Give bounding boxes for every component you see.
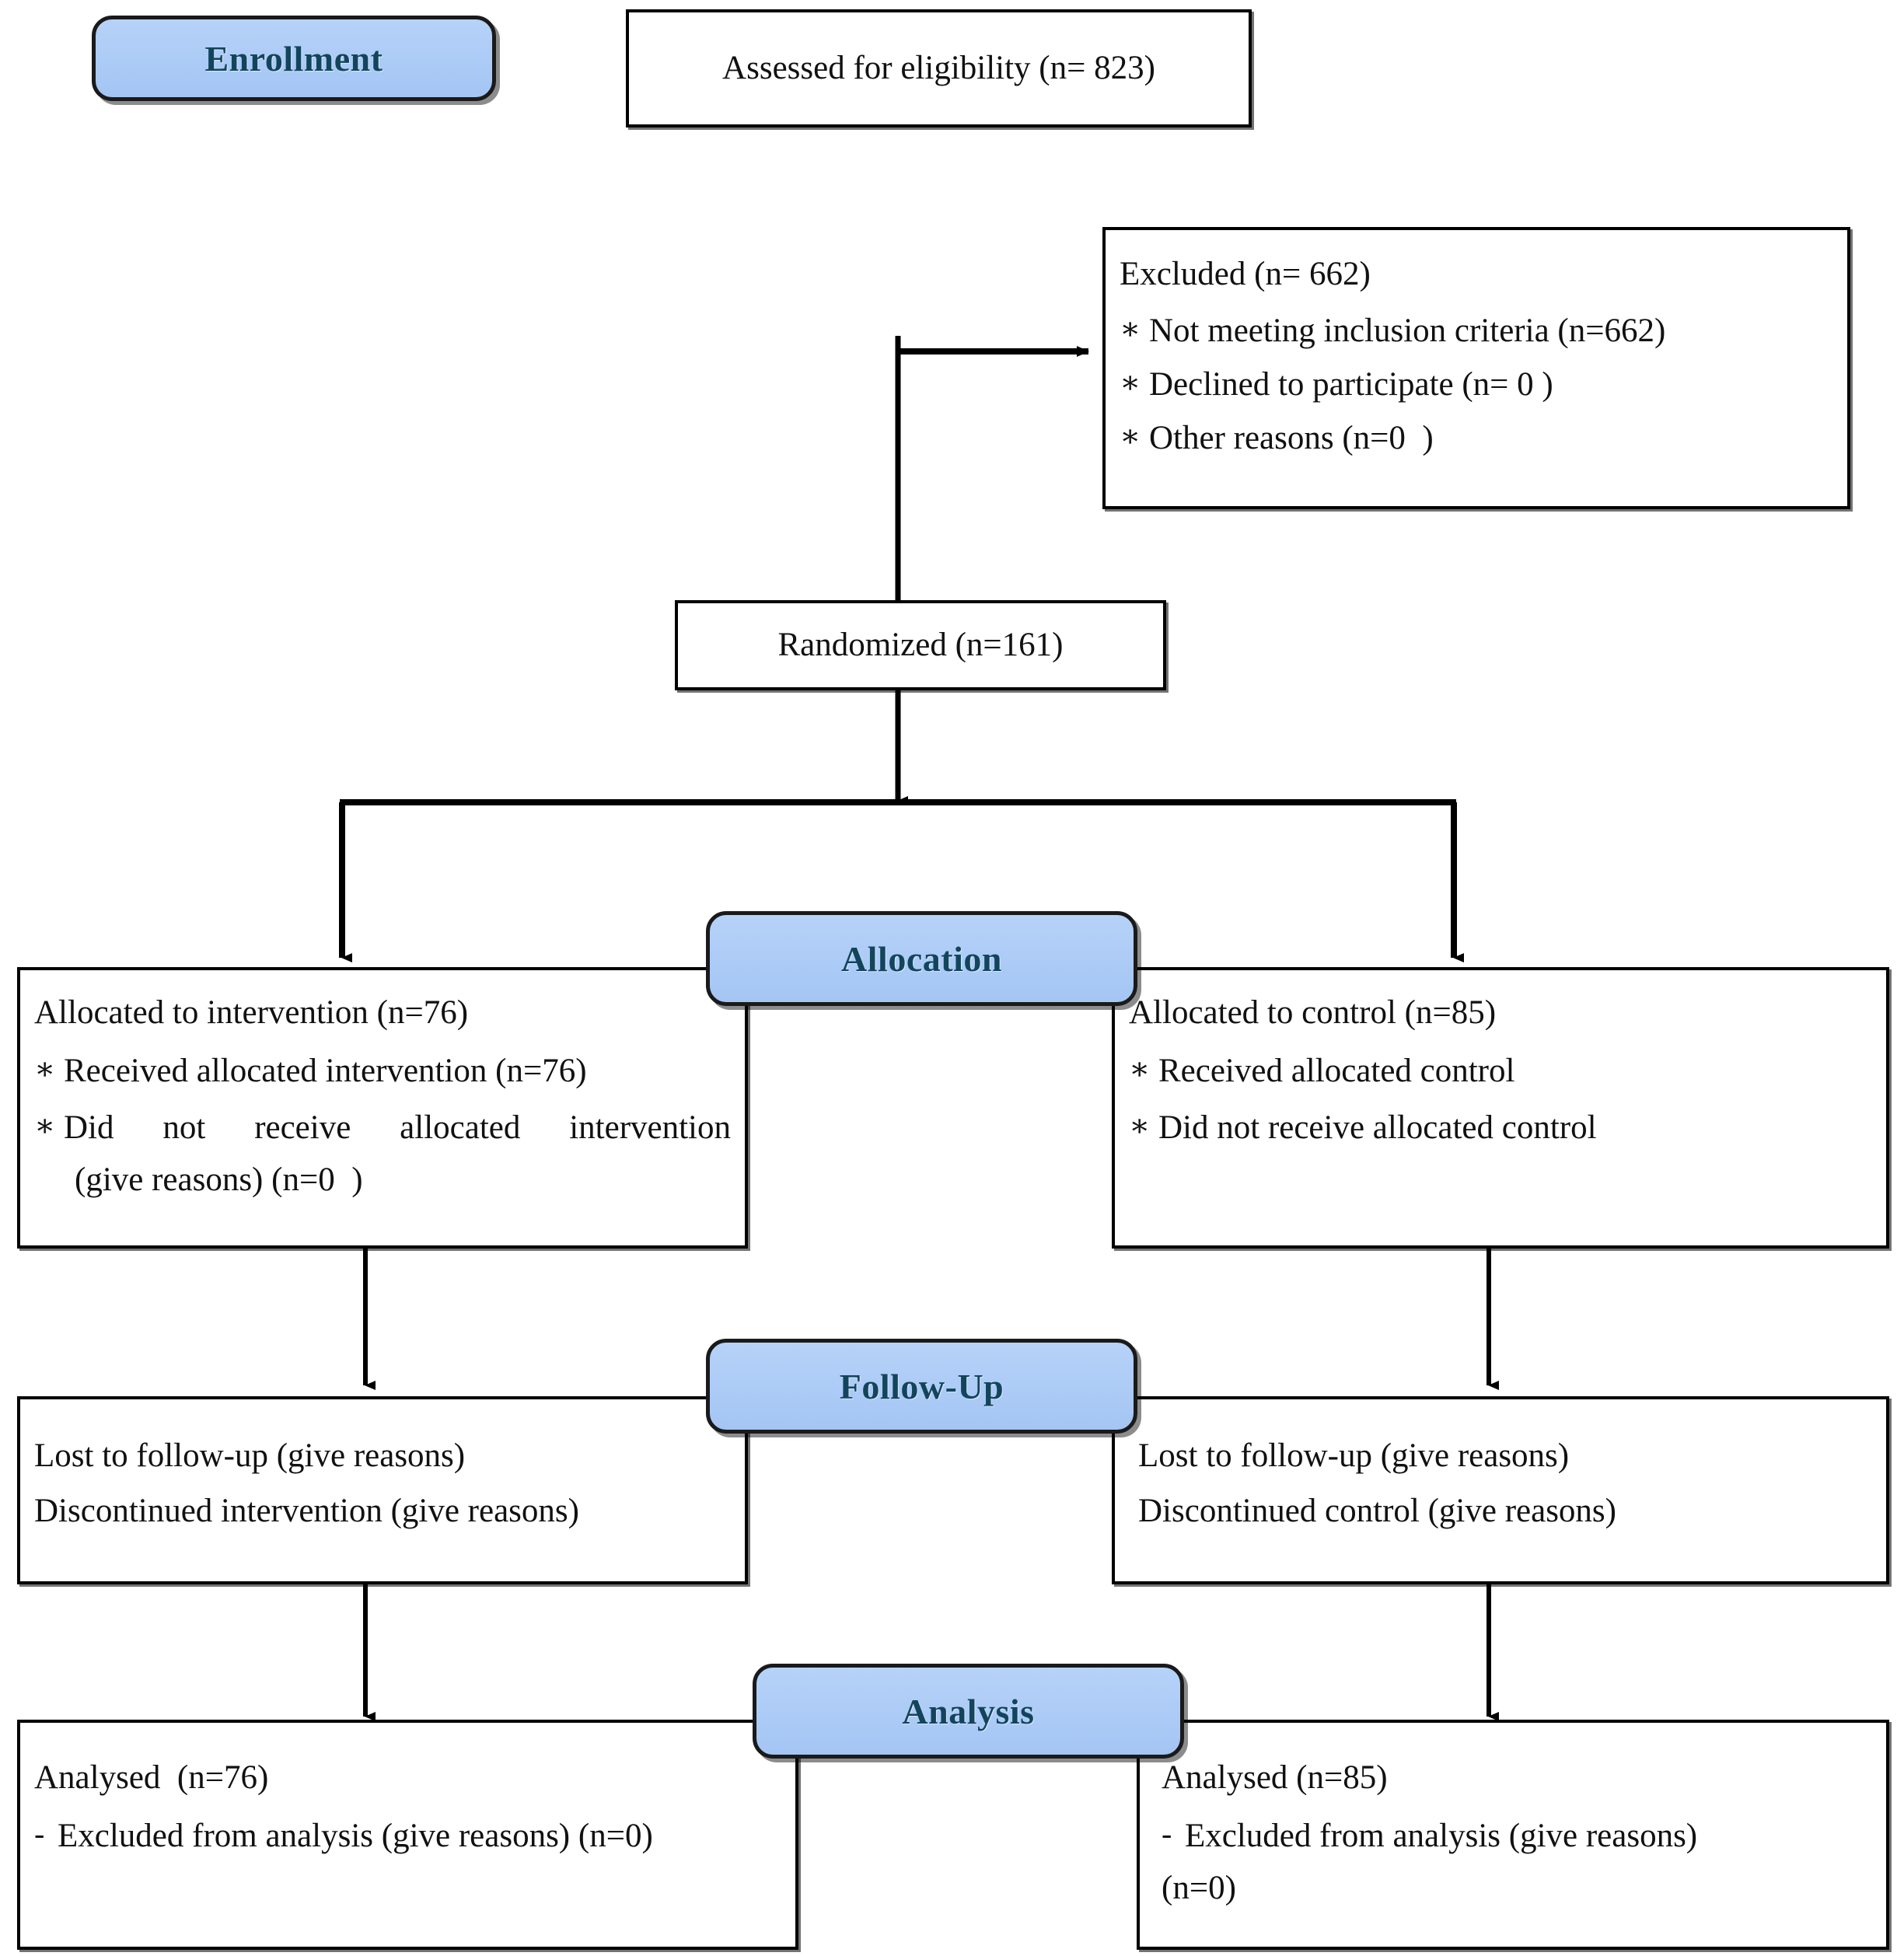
randomized-text: Randomized (n=161) bbox=[777, 627, 1064, 664]
asterisk-bullet-icon: ∗ bbox=[1120, 365, 1141, 400]
hyphen-bullet-icon: - bbox=[34, 1816, 45, 1852]
analysis-control-continuation: (n=0) bbox=[1162, 1870, 1236, 1907]
stage-badge-allocation: Allocation bbox=[706, 911, 1137, 1006]
asterisk-bullet-icon: ∗ bbox=[34, 1108, 56, 1144]
excluded-item-label: Other reasons (n=0 ) bbox=[1149, 420, 1434, 457]
node-analysis-intervention: Analysed (n=76) - Excluded from analysis… bbox=[17, 1720, 798, 1950]
analysis-intervention-item-label: Excluded from analysis (give reasons) (n… bbox=[58, 1818, 653, 1855]
stage-badge-followup: Follow-Up bbox=[706, 1339, 1137, 1434]
node-allocated-to-intervention: Allocated to intervention (n=76) ∗ Recei… bbox=[17, 967, 748, 1249]
stage-badge-allocation-label: Allocation bbox=[841, 938, 1002, 979]
alloc-intervention-item: ∗ Received allocated intervention (n=76) bbox=[34, 1047, 731, 1095]
stage-badge-analysis: Analysis bbox=[753, 1664, 1184, 1759]
alloc-intervention-continuation: (give reasons) (n=0 ) bbox=[75, 1161, 363, 1199]
assessed-text: Assessed for eligibility (n= 823) bbox=[722, 50, 1155, 87]
alloc-control-item: ∗ Received allocated control bbox=[1129, 1047, 1872, 1095]
excluded-item: ∗ Not meeting inclusion criteria (n=662) bbox=[1120, 307, 1833, 355]
analysis-control-heading: Analysed (n=85) bbox=[1162, 1759, 1388, 1796]
node-excluded: Excluded (n= 662) ∗ Not meeting inclusio… bbox=[1102, 227, 1850, 509]
node-allocated-to-control: Allocated to control (n=85) ∗ Received a… bbox=[1112, 967, 1889, 1249]
asterisk-bullet-icon: ∗ bbox=[1129, 1108, 1151, 1144]
asterisk-bullet-icon: ∗ bbox=[1120, 418, 1141, 454]
alloc-control-heading: Allocated to control (n=85) bbox=[1129, 994, 1497, 1031]
stage-badge-enrollment-label: Enrollment bbox=[204, 38, 383, 79]
alloc-intervention-heading: Allocated to intervention (n=76) bbox=[34, 994, 469, 1031]
excluded-item-label: Declined to participate (n= 0 ) bbox=[1149, 366, 1553, 403]
node-assessed-for-eligibility: Assessed for eligibility (n= 823) bbox=[626, 9, 1252, 127]
node-followup-intervention: Lost to follow-up (give reasons) Discont… bbox=[17, 1396, 748, 1584]
alloc-control-item: ∗ Did not receive allocated control bbox=[1129, 1104, 1872, 1151]
stage-badge-enrollment: Enrollment bbox=[92, 16, 496, 101]
alloc-control-item-label: Received allocated control bbox=[1158, 1053, 1515, 1090]
node-followup-control: Lost to follow-up (give reasons) Discont… bbox=[1112, 1396, 1889, 1584]
analysis-intervention-item: - Excluded from analysis (give reasons) … bbox=[34, 1812, 781, 1860]
asterisk-bullet-icon: ∗ bbox=[34, 1051, 56, 1087]
alloc-control-item-label: Did not receive allocated control bbox=[1158, 1109, 1597, 1147]
node-analysis-control: Analysed (n=85) - Excluded from analysis… bbox=[1137, 1720, 1889, 1950]
hyphen-bullet-icon: - bbox=[1162, 1816, 1172, 1852]
alloc-intervention-item: ∗ Did not receive allocated intervention bbox=[34, 1104, 731, 1151]
asterisk-bullet-icon: ∗ bbox=[1129, 1051, 1151, 1087]
followup-intervention-line2: Discontinued intervention (give reasons) bbox=[34, 1493, 579, 1530]
analysis-control-item-label: Excluded from analysis (give reasons) bbox=[1185, 1818, 1698, 1855]
asterisk-bullet-icon: ∗ bbox=[1120, 311, 1141, 347]
alloc-intervention-item-label: Did not receive allocated intervention bbox=[64, 1109, 731, 1147]
stage-badge-followup-label: Follow-Up bbox=[839, 1366, 1004, 1406]
node-randomized: Randomized (n=161) bbox=[675, 600, 1166, 690]
alloc-intervention-item-label: Received allocated intervention (n=76) bbox=[64, 1053, 587, 1090]
analysis-intervention-heading: Analysed (n=76) bbox=[34, 1759, 269, 1796]
followup-control-line1: Lost to follow-up (give reasons) bbox=[1138, 1437, 1570, 1474]
followup-control-line2: Discontinued control (give reasons) bbox=[1138, 1493, 1616, 1530]
stage-badge-analysis-label: Analysis bbox=[902, 1691, 1035, 1731]
followup-intervention-line1: Lost to follow-up (give reasons) bbox=[34, 1437, 466, 1474]
excluded-item: ∗ Other reasons (n=0 ) bbox=[1120, 414, 1833, 462]
excluded-heading: Excluded (n= 662) bbox=[1120, 256, 1371, 292]
excluded-item: ∗ Declined to participate (n= 0 ) bbox=[1120, 361, 1833, 408]
analysis-control-item: - Excluded from analysis (give reasons) bbox=[1162, 1812, 1872, 1860]
excluded-item-label: Not meeting inclusion criteria (n=662) bbox=[1149, 313, 1666, 350]
